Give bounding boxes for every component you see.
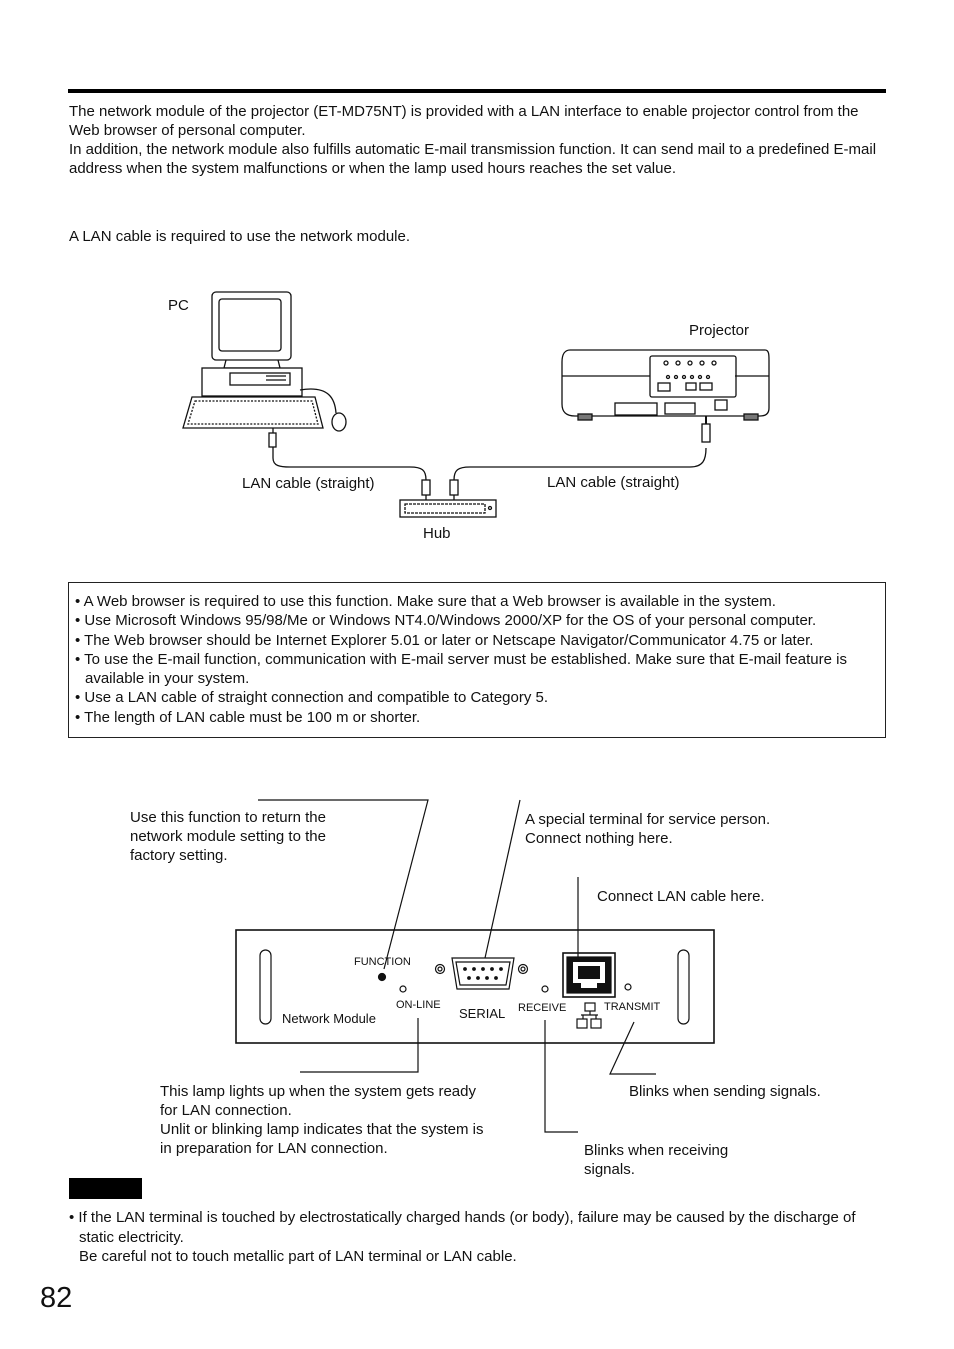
callout-line: A special terminal for service person. [525,811,771,828]
lan-callout: Connect LAN cable here. [597,887,765,906]
hub-label: Hub [423,525,451,542]
right-cable-label: LAN cable (straight) [547,474,680,491]
left-lan-cable [272,447,427,481]
lan-port-icon [562,952,616,998]
requirements-box: • A Web browser is required to use this … [68,582,886,738]
left-cable-label: LAN cable (straight) [242,475,375,492]
intro-paragraph-1: The network module of the projector (ET-… [69,103,859,139]
online-callout: This lamp lights up when the system gets… [160,1082,483,1158]
requirement-item: • To use the E-mail function, communicat… [75,650,847,688]
callout-line: factory setting. [130,847,228,864]
receive-lamp-icon [541,985,549,993]
callout-line: Blinks when sending signals. [629,1083,821,1100]
online-callout-line [300,1018,419,1073]
transmit-label: TRANSMIT [604,1001,661,1013]
caution-line: • If the LAN terminal is touched by elec… [69,1209,856,1246]
requirement-item: • Use Microsoft Windows 95/98/Me or Wind… [75,612,817,630]
receive-callout-line [544,1020,578,1133]
intro-text: The network module of the projector (ET-… [69,102,889,178]
requirement-item: • The Web browser should be Internet Exp… [75,631,814,649]
intro-paragraph-2: In addition, the network module also ful… [69,141,877,177]
keyboard-icon [182,396,324,429]
function-callout-line [258,799,429,970]
callout-line: Use this function to return the [130,809,326,826]
lan-cable-note: A LAN cable is required to use the netwo… [69,228,411,245]
caution-line: Be careful not to touch metallic part of… [79,1248,517,1265]
pc-base-icon [201,367,303,397]
function-callout: Use this function to return the network … [130,808,326,865]
callout-line: in preparation for LAN connection. [160,1140,388,1157]
online-label: ON-LINE [396,999,441,1011]
callout-line: for LAN connection. [160,1102,292,1119]
function-label: FUNCTION [354,956,411,968]
module-panel [235,929,715,1044]
module-name-label: Network Module [282,1011,376,1026]
requirement-item: • Use a LAN cable of straight connection… [75,689,549,707]
online-lamp-icon [399,985,407,993]
transmit-callout-line [609,1021,656,1075]
requirement-item: • The length of LAN cable must be 100 m … [75,708,421,726]
receive-callout: Blinks when receiving signals. [584,1141,728,1179]
transmit-callout: Blinks when sending signals. [629,1082,821,1101]
header-rule [68,89,886,93]
callout-line: This lamp lights up when the system gets… [160,1083,476,1100]
function-button-icon [377,972,387,982]
page-number: 82 [40,1282,73,1314]
requirement-item: • A Web browser is required to use this … [75,593,776,610]
serial-callout: A special terminal for service person. C… [525,810,770,848]
callout-line: Unlit or blinking lamp indicates that th… [160,1121,484,1138]
network-symbol-icon [576,1002,602,1029]
callout-line: network module setting to the [130,828,326,845]
transmit-lamp-icon [624,983,632,991]
pc-label: PC [168,297,189,314]
projector-label: Projector [689,322,750,339]
callout-line: Blinks when receiving [584,1142,729,1159]
caution-text: • If the LAN terminal is touched by elec… [69,1208,869,1267]
projector-icon [561,349,770,421]
serial-connector-icon [434,957,529,990]
caution-label-bar [69,1178,142,1199]
left-slot [259,949,272,1025]
serial-callout-line [484,799,521,959]
mouse-icon [299,388,347,432]
callout-line: signals. [584,1161,635,1178]
right-slot [677,949,690,1025]
callout-line: Connect LAN cable here. [597,888,765,905]
serial-label: SERIAL [459,1006,506,1021]
callout-line: Connect nothing here. [525,830,673,847]
right-lan-cable [453,447,707,481]
hub-icon [399,499,497,518]
receive-label: RECEIVE [518,1002,567,1014]
